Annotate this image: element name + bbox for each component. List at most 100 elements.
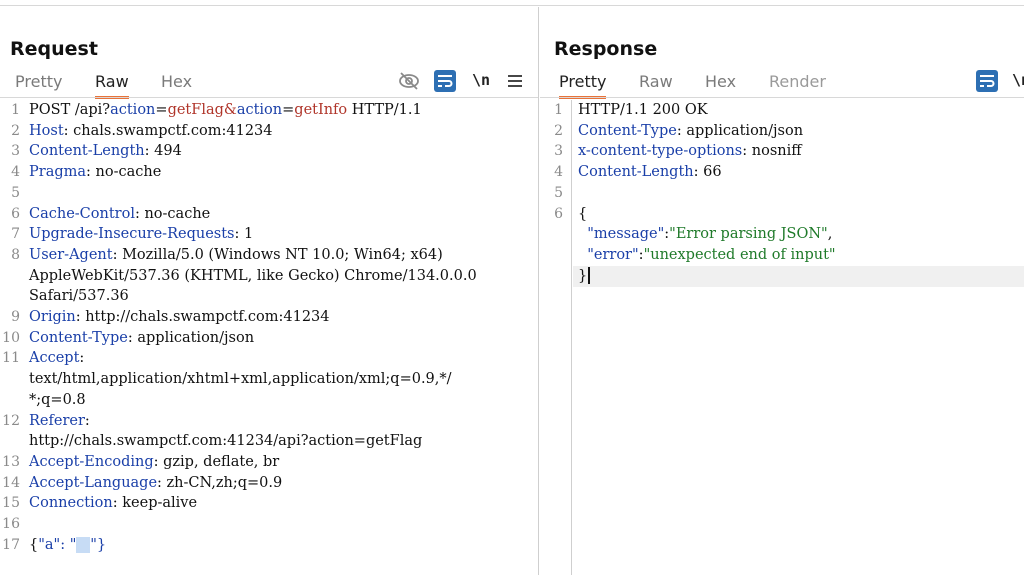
line-content: User-Agent: Mozilla/5.0 (Windows NT 10.0… (29, 245, 443, 266)
line-text: Safari/537.36 (29, 288, 129, 305)
line-number: 3 (11, 143, 20, 160)
json-key: "a" (38, 536, 61, 553)
header-value: no-cache (95, 164, 162, 181)
response-tab-raw[interactable]: Raw (639, 72, 673, 91)
query-param-name: action (236, 102, 283, 118)
response-tab-pretty[interactable]: Pretty (559, 72, 607, 99)
header-value: Mozilla/5.0 (Windows NT 10.0; Win64; x64… (122, 246, 443, 263)
line-content: { (578, 204, 587, 225)
header-separator: : (75, 309, 86, 325)
line-text: HTTP/1.1 200 OK (578, 102, 708, 118)
line-content: "error":"unexpected end of input" (578, 245, 836, 266)
json-brace-open: { (29, 536, 39, 553)
header-name: Pragma (29, 164, 87, 181)
line-text: http://chals.swampctf.com:41234/api?acti… (29, 433, 423, 450)
request-tab-pretty[interactable]: Pretty (15, 72, 63, 91)
hide-nonprintable-icon[interactable] (398, 70, 420, 92)
response-show-newlines-toggle[interactable]: \n (1012, 71, 1024, 89)
line-content: Content-Type: application/json (29, 328, 254, 349)
line-text: } (578, 267, 588, 284)
line-number: 9 (11, 309, 20, 325)
selected-value[interactable] (76, 536, 91, 553)
line-content: http://chals.swampctf.com:41234/api?acti… (29, 431, 422, 452)
line-content: *;q=0.8 (29, 390, 86, 411)
word-wrap-icon[interactable] (434, 70, 456, 92)
request-code-line: 17 {"a": " "} (0, 535, 538, 556)
request-code-line: http://chals.swampctf.com:41234/api?acti… (0, 431, 538, 452)
request-title: Request (10, 38, 98, 60)
line-content: Upgrade-Insecure-Requests: 1 (29, 224, 253, 245)
menu-icon[interactable] (504, 70, 526, 92)
line-number: 17 (2, 536, 20, 553)
json-colon-quote: : " (60, 536, 77, 553)
header-name: Accept-Encoding (29, 453, 154, 470)
request-gutter (0, 100, 24, 575)
header-value: 66 (703, 164, 722, 181)
response-code-line: 2 Content-Type: application/json (540, 121, 1024, 142)
header-name: Content-Length (578, 164, 694, 181)
response-cursor-line-highlight (573, 265, 1024, 287)
request-method-path: POST /api? (29, 102, 111, 118)
response-pane: Response Pretty Raw Hex Render \n 1HTTP/… (540, 7, 1024, 575)
line-content: Cache-Control: no-cache (29, 204, 210, 225)
line-number: 8 (11, 246, 20, 263)
line-text: AppleWebKit/537.36 (KHTML, like Gecko) C… (29, 267, 477, 284)
header-separator: : (84, 412, 95, 429)
header-name: Referer (29, 412, 85, 429)
header-name: User-Agent (29, 246, 113, 263)
show-newlines-toggle[interactable]: \n (472, 71, 491, 89)
json-string-value: "unexpected end of input" (643, 246, 836, 263)
request-tab-raw[interactable]: Raw (95, 72, 129, 99)
window-top-border (0, 0, 1024, 6)
request-tab-hex[interactable]: Hex (161, 72, 193, 91)
line-content: Accept-Encoding: gzip, deflate, br (29, 452, 279, 473)
header-name: Content-Length (29, 143, 145, 160)
header-value: gzip, deflate, br (163, 453, 280, 470)
response-code-line: } (540, 266, 1024, 287)
header-value: http://chals.swampctf.com:41234 (85, 309, 330, 325)
json-string-value: "Error parsing JSON" (669, 226, 828, 243)
line-content: Accept-Language: zh-CN,zh;q=0.9 (29, 473, 282, 494)
query-equals: = (155, 102, 168, 118)
header-name: Content-Type (29, 329, 128, 346)
query-equals: = (282, 102, 295, 118)
line-content: text/html,application/xhtml+xml,applicat… (29, 369, 452, 390)
header-separator: : (127, 329, 138, 346)
header-separator: : (112, 246, 123, 263)
header-separator: : (144, 143, 155, 160)
line-content: Connection: keep-alive (29, 493, 197, 514)
line-text: *;q=0.8 (29, 391, 86, 408)
header-name: Host (29, 122, 64, 139)
response-tab-render[interactable]: Render (769, 72, 826, 91)
header-value: application/json (686, 122, 804, 139)
response-word-wrap-icon[interactable] (976, 70, 998, 92)
header-name: x-content-type-options (578, 143, 743, 160)
line-content: {"a": " "} (29, 535, 106, 556)
request-code-line: *;q=0.8 (0, 390, 538, 411)
request-tab-divider (0, 97, 538, 98)
line-number: 12 (2, 412, 20, 429)
header-value: nosniff (751, 143, 802, 160)
line-content: Content-Type: application/json (578, 121, 803, 142)
header-separator: : (693, 164, 704, 181)
request-protocol: HTTP/1.1 (347, 102, 422, 118)
line-number: 13 (2, 453, 20, 470)
request-code-line: 8 User-Agent: Mozilla/5.0 (Windows NT 10.… (0, 245, 538, 266)
line-content: x-content-type-options: nosniff (578, 141, 802, 162)
query-param-name: action (110, 102, 156, 118)
response-title: Response (554, 38, 658, 60)
line-number: 2 (554, 122, 563, 139)
json-indent (578, 247, 587, 263)
response-tab-hex[interactable]: Hex (705, 72, 737, 91)
line-number: 1 (11, 102, 20, 118)
json-quote-brace-close: "} (90, 536, 107, 553)
